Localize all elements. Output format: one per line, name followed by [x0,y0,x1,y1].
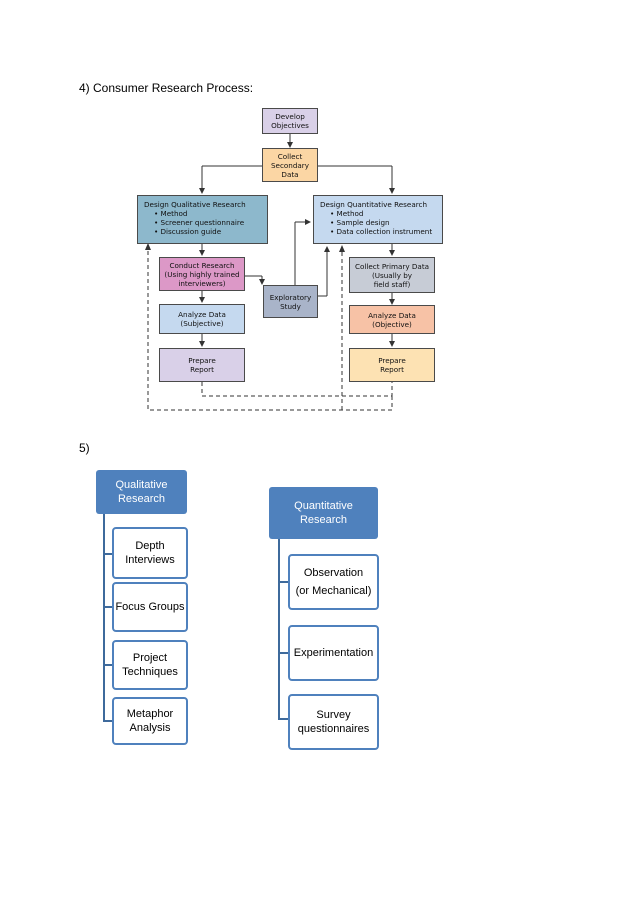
develop-line-2: Objectives [271,121,309,130]
conduct-line-3: interviewers) [178,278,226,288]
design-qual-bullet: • Screener questionnaire [154,218,245,227]
quant-connector-branch [278,718,288,720]
item-line: Observation [303,567,364,579]
item-line: Depth [135,540,165,552]
design-quantitative-box: Design Quantitative Research • Method • … [313,195,443,244]
qual-head-line-1: Qualitative [115,479,168,491]
qual-connector-branch [103,664,112,666]
prepare-left-line-2: Report [190,365,214,374]
design-quant-bullet: • Sample design [330,218,390,227]
design-qual-title: Design Qualitative Research [144,200,246,209]
depth-interviews-item: Depth Interviews [112,527,188,579]
exploratory-line-1: Exploratory [269,292,312,302]
item-line: Experimentation [293,647,374,659]
qual-connector-branch [103,553,112,555]
item-line: questionnaires [297,723,370,735]
analyze-subj-line-1: Analyze Data [178,310,226,319]
item-line: Techniques [122,666,178,678]
exploratory-study-box: Exploratory Study [263,285,318,318]
design-quant-bullet: • Data collection instrument [330,227,433,236]
collect-secondary-line-1: Collect [277,151,303,161]
item-line: Metaphor [126,708,174,720]
prepare-right-line-1: Prepare [378,356,406,365]
prepare-report-right-box: Prepare Report [349,348,435,382]
observation-item: Observation (or Mechanical) [288,554,379,610]
design-qualitative-box: Design Qualitative Research • Method • S… [137,195,268,244]
survey-questionnaires-item: Survey questionnaires [288,694,379,750]
prepare-right-line-2: Report [380,365,404,374]
quant-head-line-2: Research [299,514,348,526]
item-line: Interviews [125,554,175,566]
collect-primary-line-3: field staff) [373,279,411,289]
dashed-report-link [201,382,393,397]
prepare-report-left-box: Prepare Report [159,348,245,382]
qualitative-research-header: Qualitative Research [96,470,187,514]
collect-secondary-data-box: Collect Secondary Data [262,148,318,182]
design-qual-bullet: • Discussion guide [154,227,222,236]
experimentation-item: Experimentation [288,625,379,681]
design-quant-bullet: • Method [330,209,364,218]
quant-connector-branch [278,581,288,583]
collect-primary-line-2: (Usually by [371,270,413,280]
quantitative-research-header: Quantitative Research [269,487,378,539]
item-line: Survey [316,709,351,721]
section-4-heading: 4) Consumer Research Process: [79,81,254,95]
collect-primary-line-1: Collect Primary Data [354,261,430,271]
conduct-line-1: Conduct Research [169,260,235,270]
analyze-data-objective-box: Analyze Data (Objective) [349,305,435,334]
qual-connector-trunk [103,514,105,721]
item-line: Analysis [129,722,171,734]
design-quant-title: Design Quantitative Research [320,200,428,209]
exploratory-line-2: Study [280,301,301,311]
quant-connector-trunk [278,539,280,719]
analyze-obj-line-2: (Objective) [372,319,412,329]
develop-line-1: Develop [275,112,305,121]
metaphor-analysis-item: Metaphor Analysis [112,697,188,745]
quant-connector-branch [278,652,288,654]
dashed-feedback-left [147,244,393,411]
item-line: (or Mechanical) [295,585,372,597]
collect-primary-data-box: Collect Primary Data (Usually by field s… [349,257,435,293]
focus-groups-item: Focus Groups [112,582,188,632]
conduct-research-box: Conduct Research (Using highly trained i… [159,257,245,291]
prepare-left-line-1: Prepare [188,356,216,365]
analyze-subj-line-2: (Subjective) [180,319,224,328]
flowchart-connectors [145,134,395,411]
design-qual-bullet: • Method [154,209,188,218]
item-line: Focus Groups [115,601,185,613]
qual-head-line-2: Research [117,493,166,505]
analyze-data-subjective-box: Analyze Data (Subjective) [159,304,245,334]
qual-connector-branch [103,606,112,608]
develop-objectives-box: Develop Objectives [262,108,318,134]
analyze-obj-line-1: Analyze Data [368,310,416,320]
section-5-heading: 5) [79,441,90,455]
conduct-line-2: (Using highly trained [164,269,240,279]
collect-secondary-line-3: Data [281,169,299,179]
qual-connector-branch [103,720,112,722]
quant-head-line-1: Quantitative [294,500,353,512]
project-techniques-item: Project Techniques [112,640,188,690]
collect-secondary-line-2: Secondary [270,160,310,170]
item-line: Project [132,652,168,664]
